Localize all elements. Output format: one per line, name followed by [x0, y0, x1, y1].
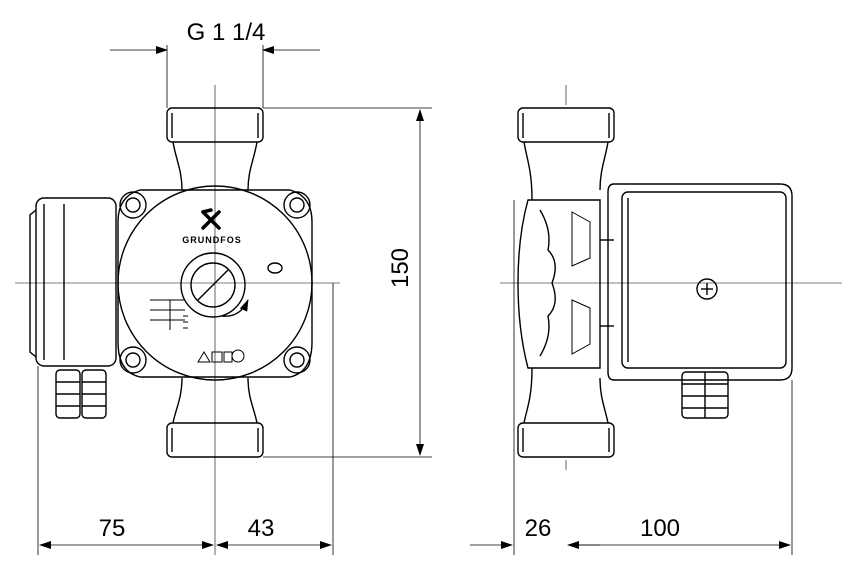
certification-marks	[197, 349, 245, 363]
vent-screw	[180, 252, 246, 318]
side-bottom-flange	[517, 422, 615, 458]
dim-side-offset: 26	[525, 515, 552, 542]
mount-hole-top-right	[283, 191, 311, 219]
mount-hole-bottom-right	[283, 346, 311, 374]
rotation-arrow	[221, 299, 249, 317]
terminal-box	[35, 197, 117, 367]
bottom-outlet-flange	[166, 422, 264, 458]
side-top-flange	[517, 107, 615, 143]
dim-height: 150	[387, 248, 414, 288]
dim-center-to-right: 43	[248, 515, 275, 542]
side-view	[500, 85, 842, 470]
front-view	[15, 85, 340, 555]
grundfos-logo-icon	[201, 208, 221, 230]
dimension-lines	[37, 45, 793, 555]
mount-hole-top-left	[119, 191, 147, 219]
brand-logo-text: GRUNDFOS	[182, 235, 242, 245]
dim-motor-depth: 100	[640, 515, 680, 542]
motor-housing	[607, 183, 793, 381]
dim-pipe-thread: G 1 1/4	[187, 19, 266, 46]
dim-left-to-center: 75	[99, 515, 126, 542]
indicator-light	[267, 262, 283, 274]
motor-screw	[696, 278, 718, 300]
side-pump-body	[517, 199, 601, 369]
mount-hole-bottom-left	[119, 346, 147, 374]
top-inlet-flange	[166, 107, 264, 143]
speed-indicator	[150, 299, 188, 330]
